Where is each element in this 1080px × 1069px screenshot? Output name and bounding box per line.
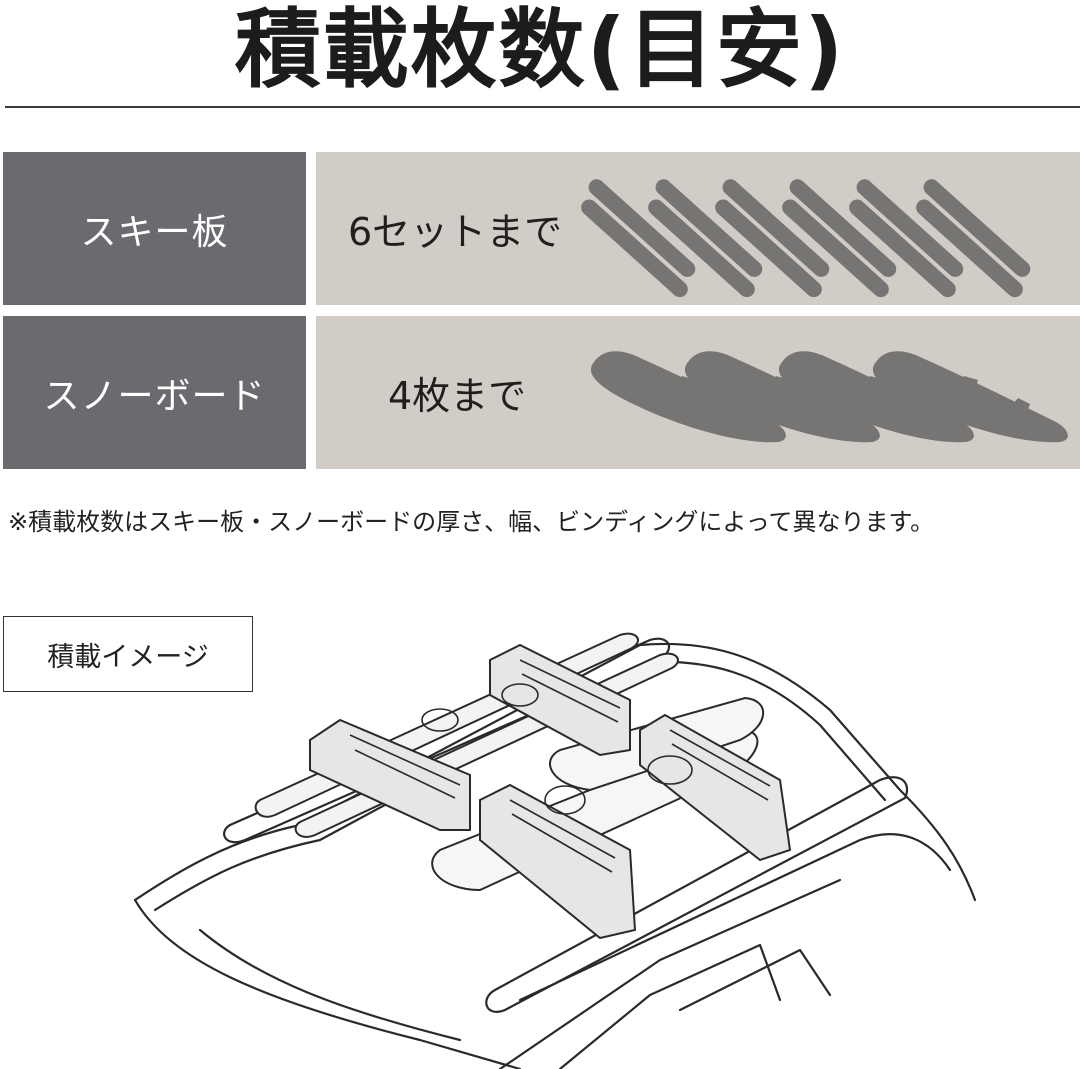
snowboard-capacity-row: スノーボード 4枚まで (3, 316, 1080, 469)
car-window-1 (558, 943, 782, 1069)
car-roof-front-edge (133, 898, 522, 1069)
car-roof-rack-illustration (133, 632, 977, 1069)
car-side-lower (498, 878, 842, 1069)
binding-2 (647, 755, 693, 785)
snowboard-label: スノーボード (3, 316, 306, 469)
car-roof-rail (485, 776, 908, 1013)
image-caption-box: 積載イメージ (3, 616, 253, 692)
snowboard-capacity-text: 4枚まで (388, 374, 527, 418)
rack-unit-rear-left (489, 643, 631, 757)
ski-pair-icon (849, 179, 964, 298)
binding-4 (501, 683, 539, 707)
snowboard-icon (778, 351, 974, 443)
snowboard-illustration (590, 351, 1068, 443)
capacity-note: ※積載枚数はスキー板・スノーボードの厚さ、幅、ビンディングによって異なります。 (8, 508, 935, 536)
car-side-line (518, 833, 952, 1002)
rack-clamp-detail-2 (519, 659, 621, 723)
title-divider (5, 106, 1080, 108)
ski-capacity-row: スキー板 6セットまで (3, 152, 1080, 305)
binding-1 (544, 785, 586, 815)
rack-unit-rear-right (639, 713, 792, 862)
snowboard-icon (872, 351, 1068, 443)
rack-clamp-detail-4 (669, 729, 771, 801)
rack-clamp-detail-1 (349, 734, 461, 799)
binding-3 (421, 708, 459, 732)
snowboard-icon (684, 351, 880, 443)
ski-capacity-panel: 6セットまで (316, 152, 1080, 305)
ski-pair-icon (648, 179, 763, 298)
rack-clamp-detail-3 (509, 799, 616, 873)
ski-capacity-text: 6セットまで (348, 210, 563, 254)
ski-illustration (581, 179, 1031, 298)
snowboard-icon (590, 351, 786, 443)
rack-unit-front-left (309, 718, 471, 831)
rack-unit-front-right (479, 783, 637, 940)
ski-label: スキー板 (3, 152, 306, 305)
ski-pair-icon (715, 179, 830, 298)
page-title: 積載枚数(目安) (234, 0, 846, 100)
ski-pair-icon (782, 179, 897, 298)
ski-pair-icon (916, 179, 1031, 298)
snowboard-capacity-panel: 4枚まで (316, 316, 1080, 469)
ski-pair-icon (581, 179, 696, 298)
car-windshield (198, 928, 462, 1042)
car-window-2 (678, 948, 832, 1012)
car-roof-outline (133, 642, 977, 902)
